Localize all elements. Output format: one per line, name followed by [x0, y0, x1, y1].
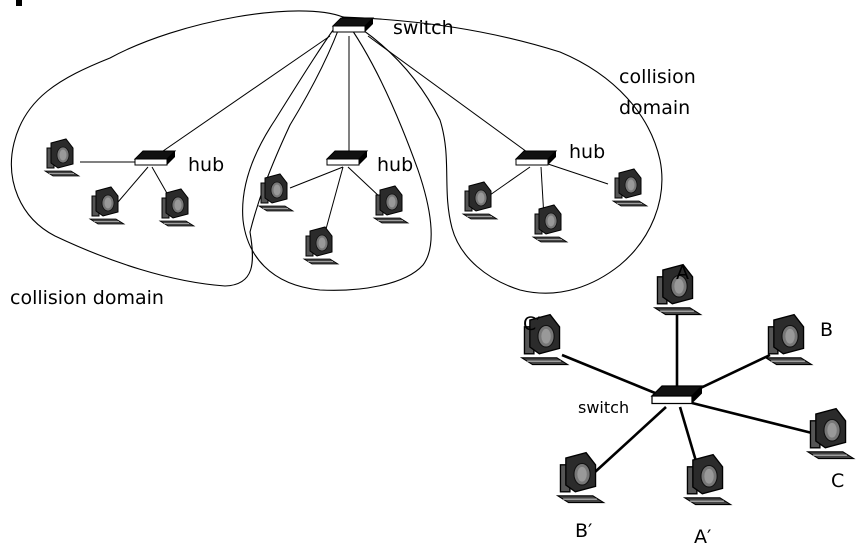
switch-icon: [651, 385, 703, 405]
top-switch-label: switch: [393, 17, 454, 39]
host-label-b: B: [820, 319, 833, 341]
link-switch-hub-right: [367, 35, 539, 161]
link-star-switch-a-prime: [678, 406, 700, 469]
collision-domain-label-right-line1: collision: [619, 66, 696, 88]
link-star-switch-b: [689, 353, 771, 395]
desktop-computer-icon: [462, 181, 498, 220]
link-hub-right-host-3: [547, 163, 609, 185]
link-hub-middle-host-2: [322, 166, 344, 241]
host-label-b-prime: B′: [575, 520, 592, 542]
hub-label-left: hub: [188, 154, 224, 176]
desktop-computer-icon: [557, 451, 605, 504]
host-label-c: C: [831, 470, 844, 492]
link-hub-middle-host-3: [347, 166, 382, 199]
hub-icon: [134, 150, 176, 166]
switch-icon: [332, 17, 374, 33]
hub-label-middle: hub: [377, 154, 413, 176]
desktop-computer-icon: [89, 186, 125, 225]
hub-icon: [515, 150, 557, 166]
desktop-computer-icon: [612, 168, 648, 207]
desktop-computer-icon: [532, 204, 568, 243]
desktop-computer-icon: [807, 407, 855, 460]
host-label-a-prime: A′: [694, 526, 711, 546]
hub-label-right: hub: [569, 141, 605, 163]
collision-domain-label-right-line2: domain: [619, 97, 690, 119]
host-label-c-prime: C′: [523, 313, 541, 335]
desktop-computer-icon: [159, 188, 195, 227]
collision-domain-outline-left: [10, 10, 344, 287]
link-star-switch-c: [691, 401, 813, 435]
link-hub-middle-host-1: [289, 166, 344, 189]
square-bullet-icon: [16, 0, 22, 6]
hub-icon: [326, 150, 368, 166]
desktop-computer-icon: [303, 226, 339, 265]
desktop-computer-icon: [44, 138, 80, 177]
link-hub-left-host-2: [117, 166, 149, 203]
host-label-a: A: [676, 262, 689, 284]
link-hub-right-host-1: [489, 166, 531, 196]
collision-domain-outline-right: [342, 16, 663, 294]
link-star-switch-b-prime: [594, 406, 667, 473]
desktop-computer-icon: [258, 173, 294, 212]
link-switch-hub-left: [149, 35, 331, 161]
desktop-computer-icon: [373, 185, 409, 224]
collision-domain-outline-middle: [242, 16, 432, 291]
desktop-computer-icon: [684, 453, 732, 506]
desktop-computer-icon: [765, 313, 813, 366]
collision-domain-label-left: collision domain: [10, 287, 164, 309]
link-star-switch-c-prime: [561, 353, 661, 397]
star-switch-label: switch: [578, 398, 629, 417]
